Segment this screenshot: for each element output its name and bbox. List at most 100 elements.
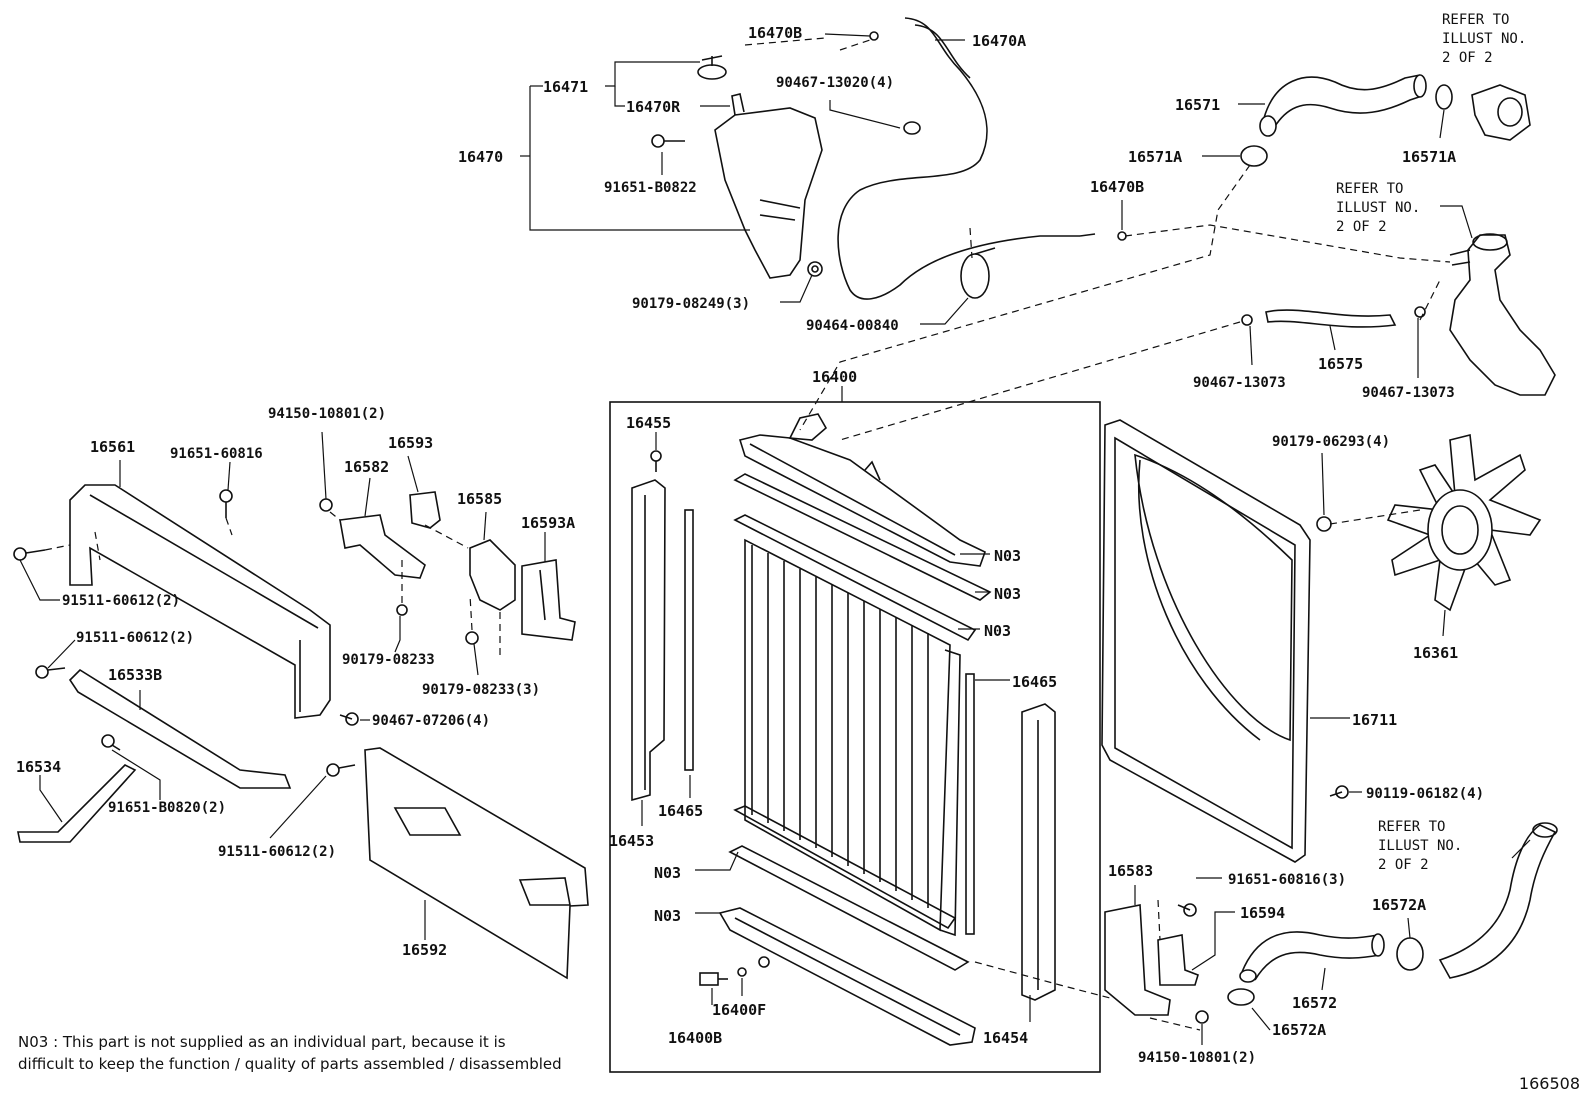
bolt-91651-60816	[219, 489, 233, 518]
right-side-seal	[965, 673, 975, 935]
label-16592: 16592	[402, 941, 447, 959]
label-N03-1: N03	[994, 547, 1021, 565]
refer-note-line: 2 OF 2	[1378, 857, 1429, 873]
bracket-16582	[339, 514, 426, 579]
label-94150-10801-top: 94150-10801(2)	[268, 406, 386, 422]
refer-note-line: 2 OF 2	[1336, 219, 1387, 235]
nut-90179-08233-3	[465, 631, 479, 645]
label-16534: 16534	[16, 758, 61, 776]
dashed-relations	[44, 37, 1451, 1031]
upper-radiator-support	[69, 484, 331, 719]
reservoir-tank	[714, 93, 823, 279]
water-outlet	[1471, 84, 1531, 141]
refer-note-top-right: REFER TO ILLUST NO. 2 OF 2	[1442, 12, 1526, 66]
refer-note-line: ILLUST NO.	[1378, 838, 1462, 854]
label-90179-08249: 90179-08249(3)	[632, 296, 750, 312]
radiator-assembly-box	[609, 401, 1101, 1073]
lower-radiator-hose	[1239, 931, 1385, 983]
refer-note-line: REFER TO	[1378, 819, 1445, 835]
reservoir-cap	[697, 55, 727, 80]
refer-note-bottom-right: REFER TO ILLUST NO. 2 OF 2	[1378, 819, 1462, 873]
cooling-fan	[1386, 434, 1542, 612]
stay-16534	[17, 764, 137, 843]
bolt-90467-07206	[339, 712, 359, 726]
overflow-hose	[837, 17, 1080, 300]
upper-radiator-hose	[1259, 74, 1427, 137]
bolt-91511-60612-a	[13, 547, 46, 561]
bracket-16593A	[521, 559, 576, 641]
label-N03-5: N03	[654, 907, 681, 925]
bolt-91511-60612-c	[326, 763, 356, 777]
footnote-n03: N03 : This part is not supplied as an in…	[18, 1031, 562, 1075]
nut-94150-top	[319, 498, 333, 512]
plate-16585	[469, 539, 516, 611]
fan-nut	[1316, 516, 1332, 532]
label-91651-B0822: 91651-B0822	[604, 180, 697, 196]
reservoir-bolt	[651, 134, 685, 148]
radiator-core	[733, 514, 977, 937]
bracket-16594	[1157, 934, 1199, 986]
label-90467-13073-a: 90467-13073	[1193, 375, 1286, 391]
hose-clamp-16470B-top	[869, 31, 879, 41]
label-90179-06293: 90179-06293(4)	[1272, 434, 1390, 450]
label-16583: 16583	[1108, 862, 1153, 880]
bolt-91651-B0820	[101, 734, 121, 751]
label-91511-60612-c: 91511-60612(2)	[218, 844, 336, 860]
reservoir-nut	[807, 261, 823, 277]
label-16593A: 16593A	[521, 514, 575, 532]
label-16572A-top: 16572A	[1372, 896, 1426, 914]
label-16453: 16453	[609, 832, 654, 850]
label-91511-60612-a: 91511-60612(2)	[62, 593, 180, 609]
nut-90179-08233	[396, 604, 408, 616]
label-16454: 16454	[983, 1029, 1028, 1047]
label-16575: 16575	[1318, 355, 1363, 373]
label-16585: 16585	[457, 490, 502, 508]
label-90179-08233: 90179-08233	[342, 652, 435, 668]
hose-clamp-16470B-mid	[1117, 231, 1127, 241]
bolt-91651-60816-3	[1177, 903, 1197, 917]
lower-hose-clamp-bottom	[1227, 988, 1255, 1006]
bypass-hose-clamp-left	[1241, 314, 1253, 326]
label-16465-left: 16465	[658, 802, 703, 820]
refer-note-line: ILLUST NO.	[1442, 31, 1526, 47]
label-90467-13020: 90467-13020(4)	[776, 75, 894, 91]
part-labels: 16470B 16470A 16471 16470R 16470 90467-1…	[16, 24, 1484, 1066]
left-side-support	[631, 479, 666, 802]
hose-clamp-90467-13020	[903, 121, 921, 135]
refer-note-line: 2 OF 2	[1442, 50, 1493, 66]
label-16400B: 16400B	[668, 1029, 722, 1047]
footnote-line: difficult to keep the function / quality…	[18, 1055, 562, 1073]
lower-shroud-16592	[364, 747, 589, 980]
label-16471: 16471	[543, 78, 588, 96]
refer-note-line: ILLUST NO.	[1336, 200, 1420, 216]
label-91651-60816: 91651-60816	[170, 446, 263, 462]
bolt-91511-60612-b	[35, 665, 66, 679]
footnote-line: N03 : This part is not supplied as an in…	[18, 1033, 506, 1051]
bolt-16455	[650, 450, 662, 472]
label-16470R: 16470R	[626, 98, 681, 116]
radiator-lower-tank	[718, 907, 976, 1046]
label-91651-B0820: 91651-B0820(2)	[108, 800, 226, 816]
label-16594: 16594	[1240, 904, 1285, 922]
stay-16533B	[68, 668, 292, 789]
bypass-hose-clamp-right	[1414, 306, 1426, 318]
label-N03-3: N03	[984, 622, 1011, 640]
label-91511-60612-b: 91511-60612(2)	[76, 630, 194, 646]
label-90467-13073-b: 90467-13073	[1362, 385, 1455, 401]
label-16572: 16572	[1292, 994, 1337, 1012]
bracket-16583	[1104, 904, 1171, 1016]
hose-band-clip	[960, 247, 996, 299]
cushion-16593	[409, 491, 441, 529]
label-16470B-top: 16470B	[748, 24, 802, 42]
upper-hose-clamp-right	[1435, 84, 1453, 110]
label-16582: 16582	[344, 458, 389, 476]
right-side-support	[1021, 703, 1056, 1001]
label-16400F: 16400F	[712, 1001, 766, 1019]
refer-note-line: REFER TO	[1442, 12, 1509, 28]
label-16571A-left: 16571A	[1128, 148, 1182, 166]
upper-hose-clamp-left	[1240, 145, 1268, 167]
label-91651-60816-3: 91651-60816(3)	[1228, 872, 1346, 888]
left-side-seal	[684, 509, 694, 771]
